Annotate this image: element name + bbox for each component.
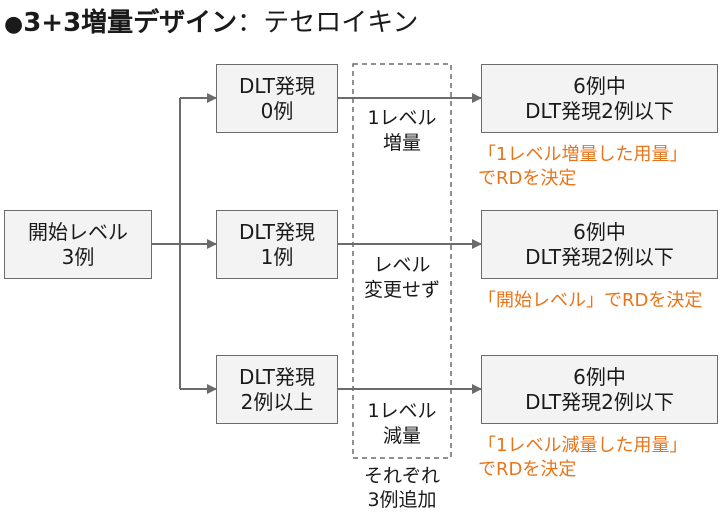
rd-note-row3: 「1レベル減量した用量」 でRDを決定 (478, 434, 687, 482)
footnote-line1: それぞれ (363, 465, 440, 487)
note-line1: 「1レベル増量した用量」 (478, 144, 688, 165)
additional-cohort-label: それぞれ 3例追加 (353, 464, 451, 512)
action-line2: 減量 (382, 425, 421, 447)
bullet-icon: ● (4, 12, 24, 37)
rd-note-row2: 「開始レベル」でRDを決定 (478, 289, 702, 313)
dlt-label: DLT発現 (238, 219, 315, 244)
dlt-count: 2例以上 (240, 389, 314, 414)
start-level-label: 開始レベル (28, 219, 128, 244)
dlt-label: DLT発現 (238, 73, 315, 98)
result-line2: DLT発現2例以下 (525, 244, 674, 269)
start-level-box: 開始レベル 3例 (4, 210, 152, 279)
title-separator: ： (237, 8, 264, 38)
result-box-row3: 6例中 DLT発現2例以下 (481, 355, 718, 424)
action-line2: 変更せず (363, 279, 440, 301)
dlt-count: 0例 (260, 98, 294, 123)
action-label-row3: 1レベル 減量 (353, 399, 451, 449)
action-line1: レベル (373, 254, 431, 276)
page-title: ●3+3増量デザイン：テセロイキン (4, 8, 418, 40)
rd-note-row1: 「1レベル増量した用量」 でRDを決定 (478, 143, 687, 191)
title-main: 3+3増量デザイン (23, 8, 238, 38)
footnote-line2: 3例追加 (367, 489, 437, 511)
action-line1: 1レベル (367, 400, 437, 422)
title-drug: テセロイキン (263, 8, 419, 38)
note-line2: でRDを決定 (478, 168, 577, 189)
note-line1: 「開始レベル」でRDを決定 (478, 290, 703, 311)
result-line2: DLT発現2例以下 (525, 389, 674, 414)
note-line2: でRDを決定 (478, 459, 577, 480)
action-line1: 1レベル (367, 107, 437, 129)
result-line1: 6例中 (573, 219, 626, 244)
result-line1: 6例中 (573, 364, 626, 389)
start-level-count: 3例 (61, 244, 95, 269)
result-line1: 6例中 (573, 73, 626, 98)
action-label-row2: レベル 変更せず (353, 253, 451, 303)
dlt-box-row3: DLT発現 2例以上 (216, 355, 338, 424)
action-line2: 増量 (382, 132, 421, 154)
result-line2: DLT発現2例以下 (525, 98, 674, 123)
result-box-row2: 6例中 DLT発現2例以下 (481, 210, 718, 279)
dlt-box-row2: DLT発現 1例 (216, 210, 338, 279)
dlt-box-row1: DLT発現 0例 (216, 64, 338, 133)
dlt-count: 1例 (260, 244, 294, 269)
note-line1: 「1レベル減量した用量」 (478, 435, 688, 456)
dlt-label: DLT発現 (238, 364, 315, 389)
result-box-row1: 6例中 DLT発現2例以下 (481, 64, 718, 133)
additional-cohort-dashed-box (352, 63, 452, 459)
action-label-row1: 1レベル 増量 (353, 106, 451, 156)
